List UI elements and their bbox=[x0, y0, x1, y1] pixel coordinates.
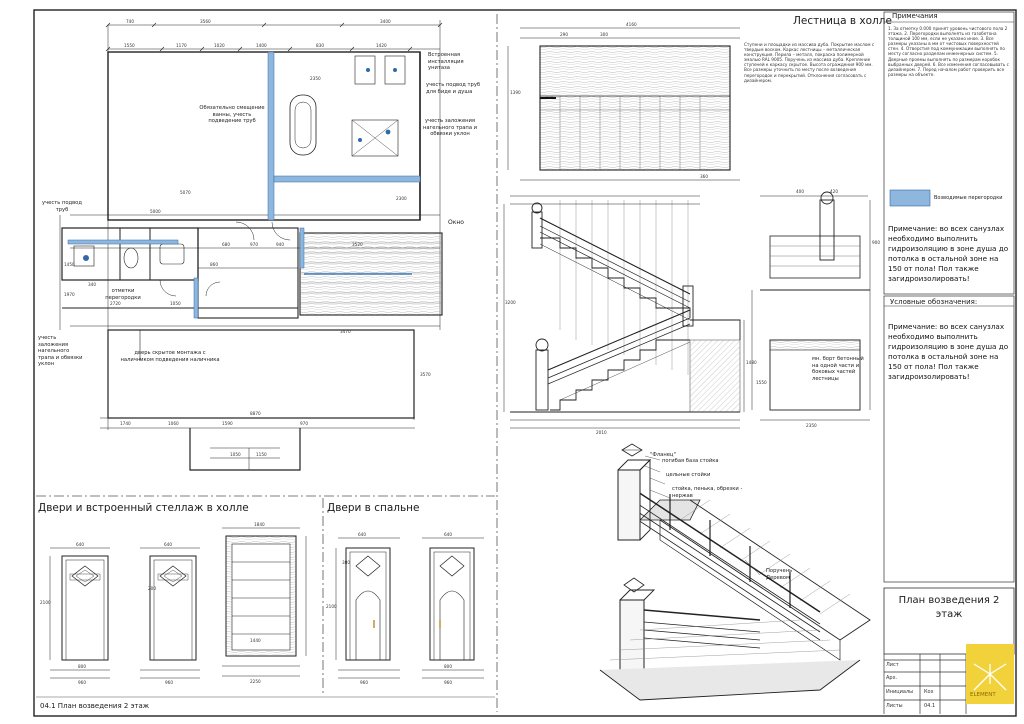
built-in-label: Встроенная инсталляция унитаза bbox=[428, 52, 464, 71]
waterproofing-note-2: Примечание: во всех санузлах необходимо … bbox=[888, 322, 1009, 381]
dim-label: 860 bbox=[210, 262, 218, 267]
dim-label: 2010 bbox=[596, 430, 607, 435]
dim-label: 420 bbox=[830, 189, 838, 194]
dim-label: 960 bbox=[360, 680, 368, 685]
dim-label: 1450 bbox=[64, 262, 75, 267]
dim-label: 1390 bbox=[510, 90, 521, 95]
dim-label: 5070 bbox=[180, 190, 191, 195]
flanec-label: "Фланец" bbox=[650, 452, 676, 458]
title-row4-value: 04.1 bbox=[924, 703, 936, 709]
dim-label: 2350 bbox=[806, 423, 817, 428]
title-row3-label: Инициалы bbox=[886, 689, 914, 695]
dim-label: 960 bbox=[78, 680, 86, 685]
dim-label: 1150 bbox=[256, 452, 267, 457]
dim-label: 1740 bbox=[120, 421, 131, 426]
dim-label: 1550 bbox=[124, 43, 135, 48]
dim-label: 740 bbox=[126, 19, 134, 24]
legend-title: Условные обозначения: bbox=[890, 298, 978, 306]
stair-section-title: Лестница в холле bbox=[793, 15, 892, 27]
title-row4-label: Листы bbox=[886, 703, 903, 709]
dim-label: 2250 bbox=[250, 679, 261, 684]
dim-label: 800 bbox=[78, 664, 86, 669]
dim-label: 640 bbox=[76, 542, 84, 547]
dim-label: 1050 bbox=[170, 301, 181, 306]
dim-label: 1480 bbox=[746, 360, 757, 365]
sheet-footer-label: 04.1 План возведения 2 этаж bbox=[40, 702, 150, 710]
dim-label: 5000 bbox=[150, 209, 161, 214]
dim-label: 1970 bbox=[64, 292, 75, 297]
dim-label: 3470 bbox=[340, 329, 351, 334]
handrail-label: Поручень Деревом bbox=[766, 568, 793, 581]
dim-label: 3520 bbox=[352, 242, 363, 247]
dim-label: 4160 bbox=[626, 22, 637, 27]
dim-label: 960 bbox=[444, 680, 452, 685]
dim-label: 3560 bbox=[200, 19, 211, 24]
bath-shift-note: Обязательно смещение ванны, учесть подве… bbox=[199, 105, 265, 124]
logo-text: ELEMENT bbox=[970, 692, 996, 698]
dim-label: 1400 bbox=[256, 43, 267, 48]
dim-label: 940 bbox=[276, 242, 284, 247]
dim-label: 290 bbox=[560, 32, 568, 37]
pipe-left-note: учесть подвод труб bbox=[42, 200, 82, 213]
waterproofing-note-1: Примечание: во всех санузлах необходимо … bbox=[888, 224, 1009, 283]
dim-label: 2100 bbox=[40, 600, 51, 605]
dim-label: 640 bbox=[444, 532, 452, 537]
drain-left-note: учесть заложения нагельного трапа и обвя… bbox=[38, 335, 83, 367]
dim-label: 200 bbox=[148, 586, 156, 591]
title-row2-label: Арх. bbox=[886, 675, 898, 681]
dim-label: 830 bbox=[316, 43, 324, 48]
water-note: учесть заложения нагельного трапа и обвя… bbox=[422, 118, 478, 137]
dim-label: 8870 bbox=[250, 411, 261, 416]
dim-label: 400 bbox=[796, 189, 804, 194]
dim-label: 1050 bbox=[230, 452, 241, 457]
dim-label: 970 bbox=[250, 242, 258, 247]
rail-parts-2-label: цельные стойки bbox=[666, 472, 711, 478]
dim-label: 1840 bbox=[254, 522, 265, 527]
dim-label: 2720 bbox=[110, 301, 121, 306]
dim-label: 1550 bbox=[756, 380, 767, 385]
dim-label: 3200 bbox=[505, 300, 516, 305]
tub-comment: учесть подвод труб для биде и душа bbox=[426, 82, 481, 95]
dim-label: 3400 bbox=[380, 19, 391, 24]
dim-label: 640 bbox=[358, 532, 366, 537]
dim-label: 2300 bbox=[396, 196, 407, 201]
dim-label: 2100 bbox=[326, 604, 337, 609]
dim-label: 360 bbox=[700, 174, 708, 179]
rail-parts-label: погибая база стойка bbox=[662, 458, 719, 464]
general-notes: 1. За отметку 0.000 принят уровень чисто… bbox=[888, 26, 1009, 77]
dim-label: 1590 bbox=[222, 421, 233, 426]
window-label: Окно bbox=[448, 219, 464, 226]
notes-title: Примечания bbox=[892, 12, 938, 20]
dim-label: 340 bbox=[88, 282, 96, 287]
stair-description: Ступени и площадки из массива дуба. Покр… bbox=[744, 42, 875, 83]
dim-label: 960 bbox=[165, 680, 173, 685]
dim-label: 1420 bbox=[376, 43, 387, 48]
rail-parts-3-label: стойка, пенька, обрезки - нержав bbox=[672, 486, 743, 499]
doors-bedroom-title: Двери в спальне bbox=[327, 502, 420, 514]
dim-label: 380 bbox=[342, 560, 350, 565]
title-row1-label: Лист bbox=[886, 662, 899, 668]
dim-label: 680 bbox=[222, 242, 230, 247]
dim-label: 1170 bbox=[176, 43, 187, 48]
dim-label: 1440 bbox=[250, 638, 261, 643]
doors-hall-title: Двери и встроенный стеллаж в холле bbox=[38, 502, 249, 514]
sheet-title: План возведения 2 этаж bbox=[898, 595, 1000, 620]
dim-label: 970 bbox=[300, 421, 308, 426]
dim-label: 300 bbox=[600, 32, 608, 37]
legend-item-label: Возводимые перегородки bbox=[934, 195, 1003, 201]
niche-label: отметки перегородки bbox=[105, 288, 141, 301]
dim-label: 640 bbox=[164, 542, 172, 547]
dim-label: 2350 bbox=[310, 76, 321, 81]
dim-label: 1020 bbox=[214, 43, 225, 48]
dim-label: 3570 bbox=[420, 372, 431, 377]
dim-label: 900 bbox=[872, 240, 880, 245]
dim-label: 1060 bbox=[168, 421, 179, 426]
door-note: дверь скрытое монтажа с наличником подве… bbox=[120, 350, 220, 363]
dim-label: 800 bbox=[444, 664, 452, 669]
title-row3-value: Кох bbox=[924, 689, 934, 695]
stair-end-note: мн. борт бетонный на одной части и боков… bbox=[812, 356, 864, 382]
